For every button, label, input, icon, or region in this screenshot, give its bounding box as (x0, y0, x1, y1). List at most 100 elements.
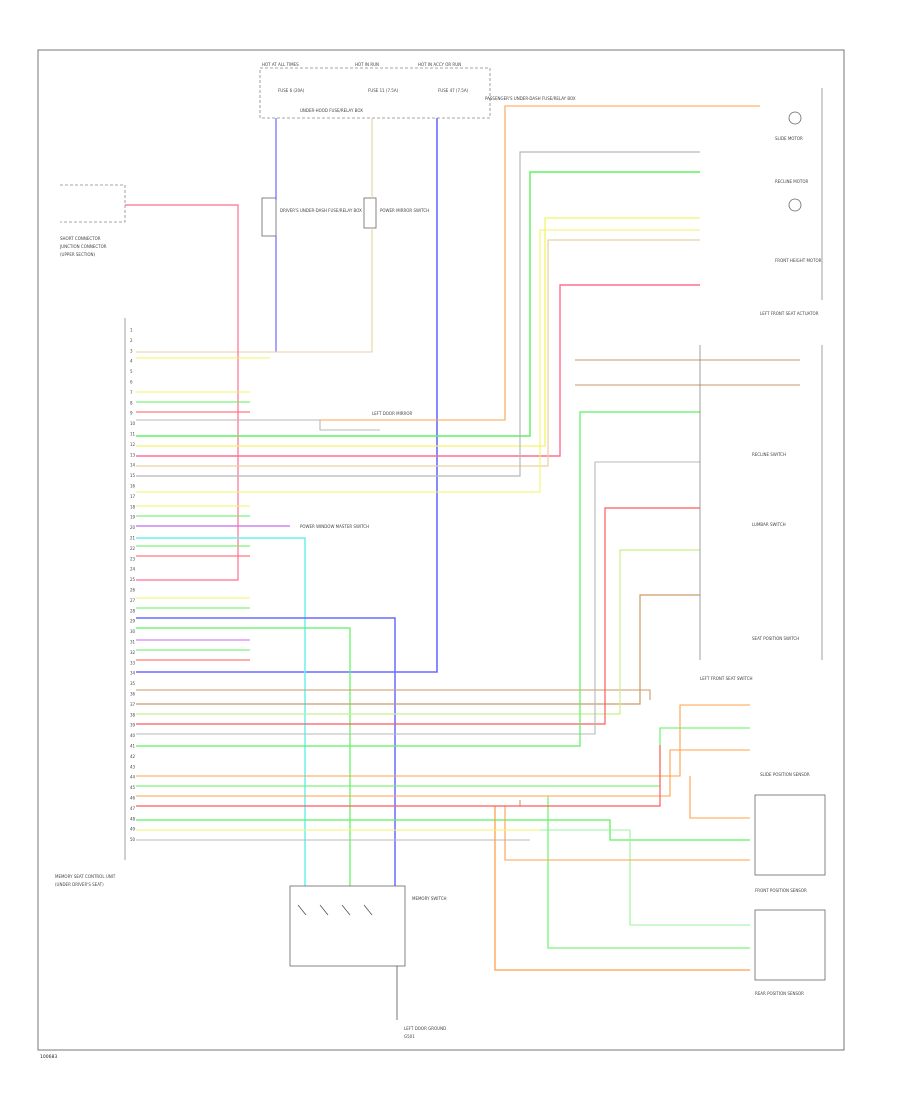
rear-position-sensor-box (754, 909, 826, 981)
wire (136, 171, 700, 437)
wires (125, 105, 800, 971)
fuse-box-left-label: DRIVER'S UNDER-DASH FUSE/RELAY BOX (280, 208, 362, 213)
pin-number: 9 (130, 411, 133, 416)
left-door-ground-label: LEFT DOOR GROUND (404, 1026, 446, 1031)
pin-number: 50 (130, 837, 136, 842)
ground-label: G501 (404, 1034, 415, 1039)
switch-box (363, 197, 377, 229)
wire (136, 727, 750, 787)
hot-in-accy-run-label: HOT IN ACCY OR RUN (418, 62, 461, 67)
wire (136, 507, 700, 725)
fuse-a-label: FUSE 6 (20A) (278, 88, 305, 93)
slide-motor-label: SLIDE MOTOR (775, 136, 803, 141)
pin-number: 44 (130, 775, 136, 780)
pin-number: 46 (130, 796, 136, 801)
wire (136, 105, 760, 421)
pin-number: 28 (130, 608, 136, 613)
pin-number: 18 (130, 504, 136, 509)
pin-number: 41 (130, 744, 136, 749)
pin-number: 3 (130, 348, 133, 353)
wire (136, 537, 306, 886)
recline-motor-label: RECLINE MOTOR (775, 179, 808, 184)
pin-number: 13 (130, 452, 136, 457)
wire (494, 806, 750, 971)
wire (136, 594, 700, 705)
hot-in-run-label: HOT IN RUN (355, 62, 379, 67)
pin-number: 15 (130, 473, 136, 478)
pin-number: 49 (130, 827, 136, 832)
pin-number: 36 (130, 692, 136, 697)
upper-section-label: (UPPER SECTION) (60, 252, 96, 257)
left-door-mirror-label: LEFT DOOR MIRROR (372, 411, 412, 416)
pin-number: 35 (130, 681, 136, 686)
pin-number: 14 (130, 463, 136, 468)
wire (136, 228, 373, 353)
fuse-box-group: HOT AT ALL TIMES HOT IN RUN HOT IN ACCY … (259, 62, 576, 119)
front-height-motor-label: FRONT HEIGHT MOTOR (775, 258, 822, 263)
pin-number: 24 (130, 567, 136, 572)
right-components: SLIDE MOTOR RECLINE MOTOR FRONT HEIGHT M… (699, 88, 826, 996)
pin-number: 30 (130, 629, 136, 634)
wire (136, 151, 700, 477)
pin-number: 1 (130, 328, 133, 333)
pin-number: 32 (130, 650, 136, 655)
wire (136, 118, 438, 673)
pin-number: 21 (130, 536, 136, 541)
memory-unit-note: (UNDER DRIVER'S SEAT) (55, 882, 104, 887)
memory-switch-label: MEMORY SWITCH (412, 896, 447, 901)
pin-number: 12 (130, 442, 136, 447)
pin-number: 45 (130, 785, 136, 790)
pin-number: 17 (130, 494, 136, 499)
pin-number: 4 (130, 359, 133, 364)
wire (136, 411, 700, 747)
memory-switch: MEMORY SWITCH LEFT DOOR GROUND G501 (289, 885, 447, 1039)
pin-number: 16 (130, 484, 136, 489)
hot-at-all-times-label: HOT AT ALL TIMES (262, 62, 299, 67)
wire (689, 776, 750, 819)
wire (136, 617, 396, 886)
pin-number: 40 (130, 733, 136, 738)
pin-number: 48 (130, 816, 136, 821)
wire (136, 217, 700, 447)
relay-box (261, 197, 277, 237)
pin-number: 33 (130, 660, 136, 665)
pin-number: 25 (130, 577, 136, 582)
fuse-box-right-label: PASSENGER'S UNDER-DASH FUSE/RELAY BOX (485, 96, 576, 101)
front-position-sensor-label: FRONT POSITION SENSOR (755, 888, 807, 893)
pin-number: 27 (130, 598, 136, 603)
wire (136, 800, 521, 807)
rear-position-sensor-label: REAR POSITION SENSOR (755, 991, 804, 996)
power-window-master-label: POWER WINDOW MASTER SWITCH (300, 524, 369, 529)
wire (297, 904, 307, 916)
pin-number: 29 (130, 619, 136, 624)
wire (547, 796, 750, 949)
fuse-b-label: FUSE 11 (7.5A) (368, 88, 399, 93)
memory-unit-label: MEMORY SEAT CONTROL UNIT (55, 874, 116, 879)
pin-number: 37 (130, 702, 136, 707)
left-front-seat-switch-label: LEFT FRONT SEAT SWITCH (700, 676, 753, 681)
pin-number: 10 (130, 421, 136, 426)
slide-position-sensor-label: SLIDE POSITION SENSOR (760, 772, 810, 777)
wire (136, 549, 700, 715)
wire (136, 419, 380, 431)
lumbar-switch-label: LUMBAR SWITCH (752, 522, 786, 527)
wire (319, 904, 329, 916)
wire (136, 229, 700, 493)
slide-motor-symbol (788, 111, 802, 125)
wire (136, 689, 651, 700)
wire (136, 704, 750, 777)
pin-number: 38 (130, 712, 136, 717)
pin-number: 8 (130, 400, 133, 405)
wire (136, 829, 750, 926)
pin-number: 22 (130, 546, 136, 551)
wire (136, 749, 750, 797)
pin-number: 43 (130, 764, 136, 769)
pin-number: 34 (130, 671, 136, 676)
seat-position-switch-label: SEAT POSITION SWITCH (752, 636, 799, 641)
short-connector-outline (60, 184, 126, 223)
wire (136, 239, 700, 467)
pin-number: 7 (130, 390, 133, 395)
power-mirror-label: POWER MIRROR SWITCH (380, 208, 429, 213)
